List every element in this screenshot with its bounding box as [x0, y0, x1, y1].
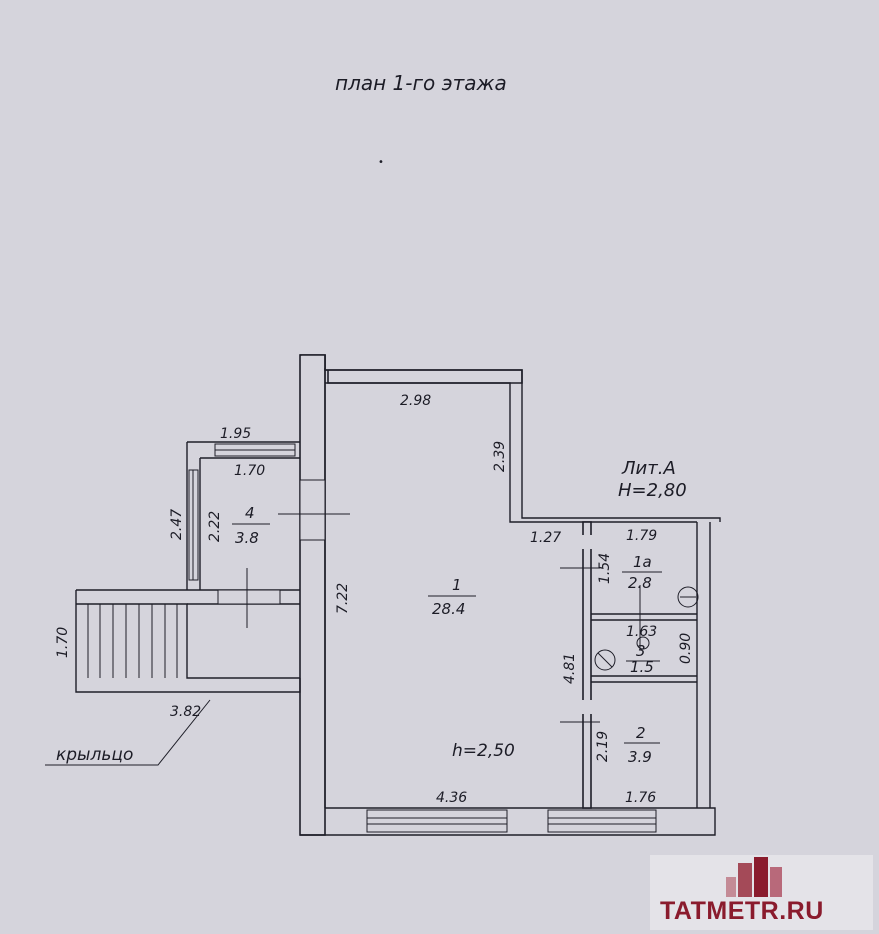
building-lit: Лит.А [621, 458, 676, 479]
room-3-number: 3 [636, 642, 646, 660]
dim-room1-height: 7.22 [335, 583, 351, 614]
dimension-labels: 2.98 2.39 1.95 1.70 2.47 2.22 7.22 1.27 … [55, 393, 694, 806]
room-4-number: 4 [245, 504, 255, 522]
fixtures [560, 567, 699, 723]
dim-annex-outer-height: 2.47 [169, 509, 185, 540]
plan-title: план 1-го этажа [335, 71, 507, 95]
stray-mark: • [378, 157, 384, 168]
dim-annex-outer-width: 1.95 [220, 426, 251, 442]
room-3-area: 1.5 [630, 658, 654, 676]
dim-room3-width: 1.63 [626, 624, 657, 640]
dim-annex-inner-width: 1.70 [234, 463, 265, 479]
partitions [581, 521, 697, 809]
dim-room1a-width: 1.79 [626, 528, 657, 544]
room-2-number: 2 [636, 724, 646, 742]
room-1a-number: 1а [633, 553, 652, 571]
room-4-annex [186, 441, 350, 628]
room-1a-area: 2.8 [628, 574, 652, 592]
dim-room2-height: 2.19 [595, 731, 611, 762]
room-1-area: 28.4 [432, 600, 465, 618]
watermark-logo-icon [726, 857, 782, 897]
shower-icon [677, 586, 699, 608]
room-labels: 1 28.4 1а 2.8 2 3.9 3 1.5 4 3.8 [232, 504, 662, 766]
building-height: H=2,80 [618, 480, 687, 501]
outer-walls [299, 354, 721, 836]
bottom-windows [366, 809, 657, 833]
ceiling-height: h=2,50 [452, 741, 515, 761]
dim-room1-notch: 1.27 [530, 530, 561, 546]
dim-room1-width: 4.36 [436, 790, 467, 806]
toilet-icon [594, 649, 616, 671]
dim-notch-height: 2.39 [492, 441, 508, 472]
watermark: TATMETR.RU [650, 855, 873, 930]
dim-room1a-height: 1.54 [597, 553, 613, 584]
dim-top-wall: 2.98 [400, 393, 431, 409]
room-1-number: 1 [452, 576, 462, 594]
dim-annex-inner-height: 2.22 [207, 511, 223, 542]
room-2-area: 3.9 [628, 748, 652, 766]
dim-porch-width: 3.82 [170, 704, 201, 720]
porch-stairs [45, 589, 301, 766]
dim-partition-height: 4.81 [562, 653, 578, 684]
watermark-text: TATMETR.RU [660, 897, 824, 925]
dim-porch-depth: 1.70 [55, 627, 71, 658]
porch-label: крыльцо [56, 745, 133, 765]
sink-icon [636, 636, 650, 650]
dim-room2-width: 1.76 [625, 790, 656, 806]
dim-room3-height: 0.90 [678, 633, 694, 664]
room-4-area: 3.8 [235, 529, 259, 547]
